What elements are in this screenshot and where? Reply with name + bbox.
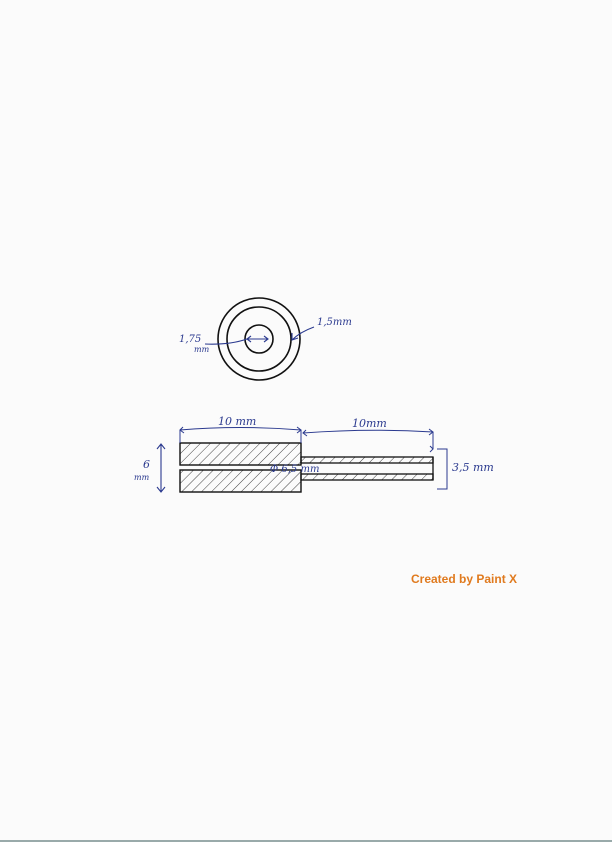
tube-diameter-bracket [429,445,448,490]
inner-diameter-unit: mm [194,345,210,354]
tube-wall-bottom [300,473,434,481]
left-body-bottom [179,469,302,493]
inner-circle [244,324,274,354]
left-length-label: 10 mm [218,415,256,428]
left-body-top [179,442,302,466]
outer-circle [217,297,301,381]
height-unit: mm [134,473,150,482]
middle-circle [226,306,292,372]
height-label: 6 [143,458,150,471]
inner-leader-line [204,338,248,345]
side-view: 10 mm 10mm 6 mm Φ 6,5 mm 3,5 mm [134,415,494,493]
outer-leader-line [291,326,315,341]
inner-diameter-label: 1,75 [179,334,201,345]
height-dimension [156,443,166,493]
front-view: 1,75 mm 1,5mm [179,297,352,381]
bore-diameter-label: Φ 6,5 mm [270,464,319,475]
tube-diameter-label: 3,5 mm [452,461,494,474]
tube-wall-top [300,456,434,464]
inner-diameter-arrow [246,335,269,343]
scan-edge [0,840,612,842]
outer-thickness-label: 1,5mm [317,317,352,328]
watermark-text: Created by Paint X [411,572,518,586]
right-length-dimension [302,428,434,449]
right-length-label: 10mm [352,417,387,430]
left-length-dimension [179,426,302,443]
